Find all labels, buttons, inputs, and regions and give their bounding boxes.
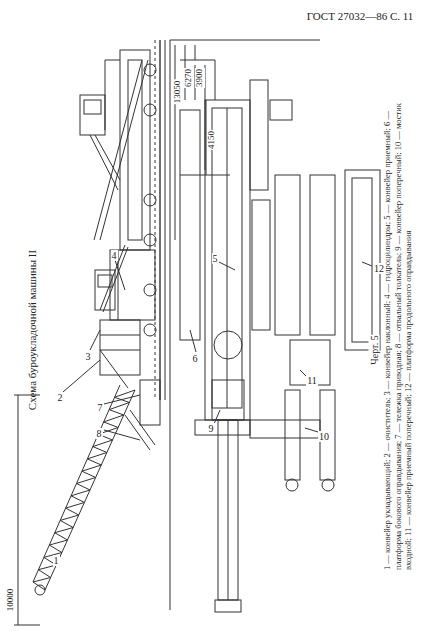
callout-number: 1 [53, 555, 60, 566]
callout-number: 2 [57, 392, 64, 403]
plan-view [170, 40, 380, 612]
figure-number: Черт. 5 [369, 334, 380, 365]
legend-caption: 1 — конвейер укладывающий; 2 — очистител… [382, 90, 414, 570]
callout-number: 6 [192, 353, 199, 364]
callout-number: 5 [212, 253, 219, 264]
side-view [14, 40, 165, 625]
callout-number: 10 [318, 431, 330, 442]
dimension: 10000 [6, 588, 16, 613]
dimension: 6270 [184, 68, 194, 88]
callout-number: 12 [373, 263, 385, 274]
callout-number: 3 [85, 351, 92, 362]
callout-number: 4 [111, 250, 118, 261]
dimension: 13050 [173, 80, 183, 105]
callout-number: 7 [97, 402, 104, 413]
page-header: ГОСТ 27032—86 С. 11 [306, 10, 415, 22]
callout-number: 11 [306, 375, 318, 386]
dimension: 3900 [195, 68, 205, 88]
drawing-title: Схема буроукладочной машины II [26, 250, 38, 410]
dimension: 4150 [207, 130, 217, 150]
callout-number: 9 [208, 423, 215, 434]
callout-number: 8 [96, 428, 103, 439]
